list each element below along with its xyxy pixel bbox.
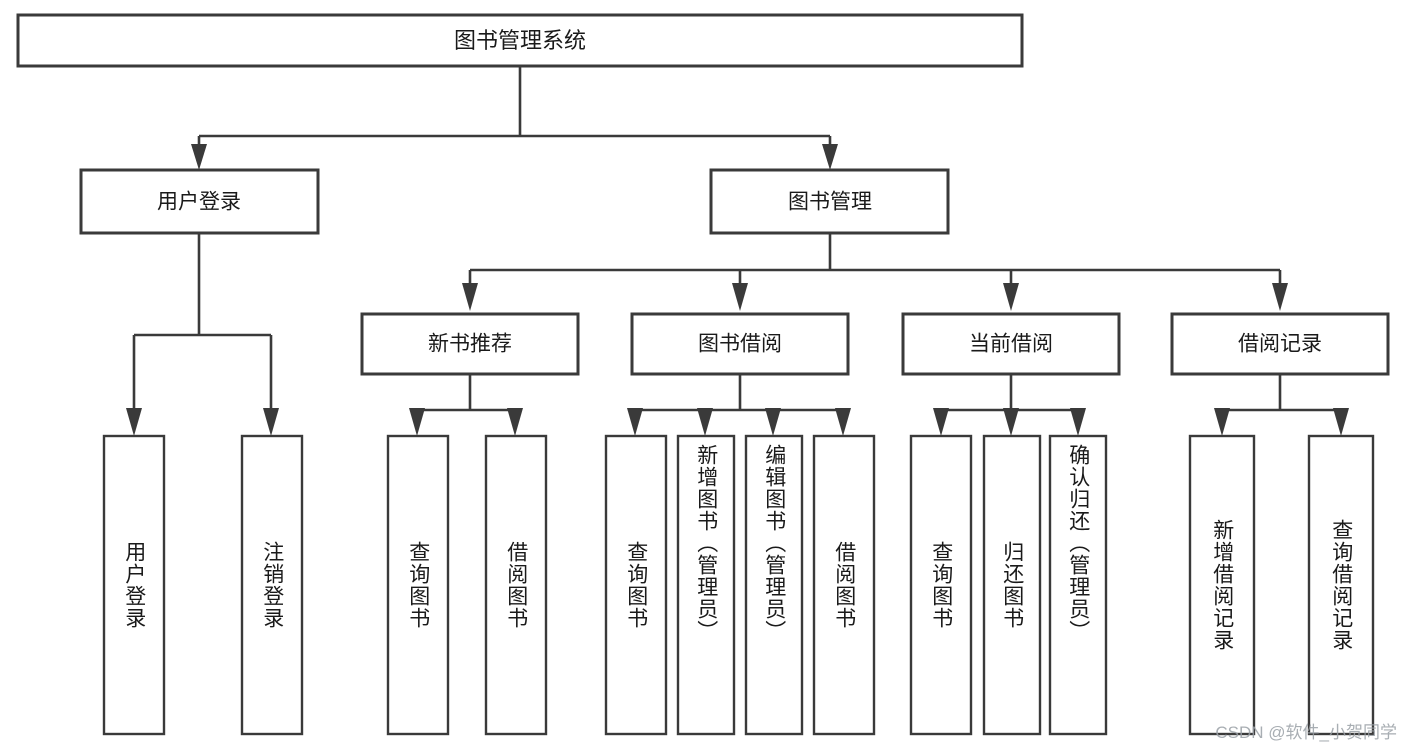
- leaf-box-book-borrow-4[interactable]: [812, 434, 876, 736]
- node-borrow-record[interactable]: 借阅记录: [1170, 312, 1390, 376]
- node-current-borrow-box: [901, 312, 1121, 376]
- node-book-borrow[interactable]: 图书借阅: [630, 312, 850, 376]
- node-current-borrow-label: 当前借阅: [969, 333, 1053, 356]
- arrow-head-leaf-user-login-2: [263, 408, 279, 436]
- arrow-head-borrow-record: [1272, 283, 1288, 311]
- leaf-box-new-book-recommend-1[interactable]: [386, 434, 450, 736]
- arrow-head-leaf-bookborrow-2: [697, 408, 713, 436]
- node-new-book-recommend-label: 新书推荐: [428, 333, 512, 356]
- arrow-head-leaf-currentborrow-3: [1070, 408, 1086, 436]
- leaf-box-new-book-recommend-2[interactable]: [484, 434, 548, 736]
- leaf-box-user-login-1[interactable]: [102, 434, 166, 736]
- node-root-system[interactable]: 图书管理系统: [16, 13, 1024, 68]
- leaf-box-user-login-2[interactable]: [240, 434, 304, 736]
- node-book-management-label: 图书管理: [788, 191, 872, 214]
- arrow-head-leaf-newbook-1: [409, 408, 425, 436]
- arrow-head-book-borrow: [732, 283, 748, 311]
- node-book-management-box: [709, 168, 950, 235]
- leaf-box-book-borrow-1[interactable]: [604, 434, 668, 736]
- leaf-box-current-borrow-1[interactable]: [909, 434, 973, 736]
- arrow-head-bookmgmt: [822, 144, 838, 170]
- leaf-box-current-borrow-3[interactable]: [1048, 434, 1108, 736]
- node-root-system-label: 图书管理系统: [454, 28, 586, 53]
- node-new-book-recommend[interactable]: 新书推荐: [360, 312, 580, 376]
- arrow-head-userlogin: [191, 144, 207, 170]
- arrow-head-leaf-bookborrow-1: [627, 408, 643, 436]
- leaf-box-book-borrow-2[interactable]: [676, 434, 736, 736]
- node-book-borrow-label: 图书借阅: [698, 333, 782, 356]
- leaf-box-current-borrow-2[interactable]: [982, 434, 1042, 736]
- arrow-head-leaf-user-login-1: [126, 408, 142, 436]
- arrow-head-leaf-borrowrecord-1: [1214, 408, 1230, 436]
- node-user-login[interactable]: 用户登录: [79, 168, 320, 235]
- arrow-head-leaf-bookborrow-3: [765, 408, 781, 436]
- arrow-head-leaf-borrowrecord-2: [1333, 408, 1349, 436]
- node-user-login-label: 用户登录: [157, 191, 241, 214]
- leaf-box-borrow-record-2[interactable]: [1307, 434, 1375, 736]
- node-root-system-box: [16, 13, 1024, 68]
- arrow-head-leaf-currentborrow-2: [1003, 408, 1019, 436]
- leaf-box-borrow-record-1[interactable]: [1188, 434, 1256, 736]
- arrow-head-leaf-newbook-2: [507, 408, 523, 436]
- arrow-head-current-borrow: [1003, 283, 1019, 311]
- node-current-borrow[interactable]: 当前借阅: [901, 312, 1121, 376]
- arrow-head-new-book-recommend: [462, 283, 478, 311]
- node-book-borrow-box: [630, 312, 850, 376]
- node-borrow-record-box: [1170, 312, 1390, 376]
- node-book-management[interactable]: 图书管理: [709, 168, 950, 235]
- node-borrow-record-label: 借阅记录: [1238, 333, 1322, 356]
- arrow-head-leaf-currentborrow-1: [933, 408, 949, 436]
- arrow-head-leaf-bookborrow-4: [835, 408, 851, 436]
- node-new-book-recommend-box: [360, 312, 580, 376]
- leaf-box-book-borrow-3[interactable]: [744, 434, 804, 736]
